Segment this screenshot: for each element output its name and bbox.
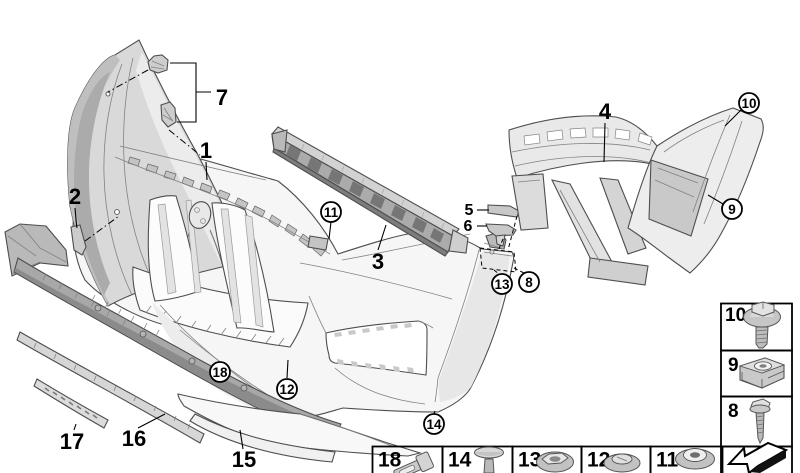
svg-text:14: 14 [426, 417, 442, 432]
svg-text:8: 8 [525, 275, 533, 290]
svg-text:5: 5 [465, 202, 474, 219]
svg-text:12: 12 [279, 382, 294, 397]
svg-text:1: 1 [200, 138, 212, 163]
svg-text:10: 10 [725, 305, 746, 326]
svg-text:13: 13 [518, 449, 541, 472]
svg-text:4: 4 [599, 99, 612, 124]
svg-text:11: 11 [656, 449, 679, 472]
svg-text:9: 9 [728, 202, 736, 217]
svg-text:6: 6 [464, 218, 473, 235]
svg-text:18: 18 [378, 449, 402, 472]
svg-text:10: 10 [741, 96, 756, 111]
svg-text:16: 16 [122, 426, 146, 451]
svg-text:14: 14 [448, 449, 472, 472]
svg-text:9: 9 [728, 355, 739, 376]
svg-text:2: 2 [69, 184, 81, 209]
svg-text:3: 3 [372, 249, 384, 274]
svg-text:18: 18 [212, 365, 228, 380]
svg-text:11: 11 [324, 205, 339, 220]
svg-text:15: 15 [232, 447, 256, 472]
svg-text:17: 17 [60, 429, 84, 454]
svg-text:13: 13 [494, 277, 510, 292]
svg-text:7: 7 [216, 85, 228, 110]
svg-text:8: 8 [728, 401, 739, 422]
